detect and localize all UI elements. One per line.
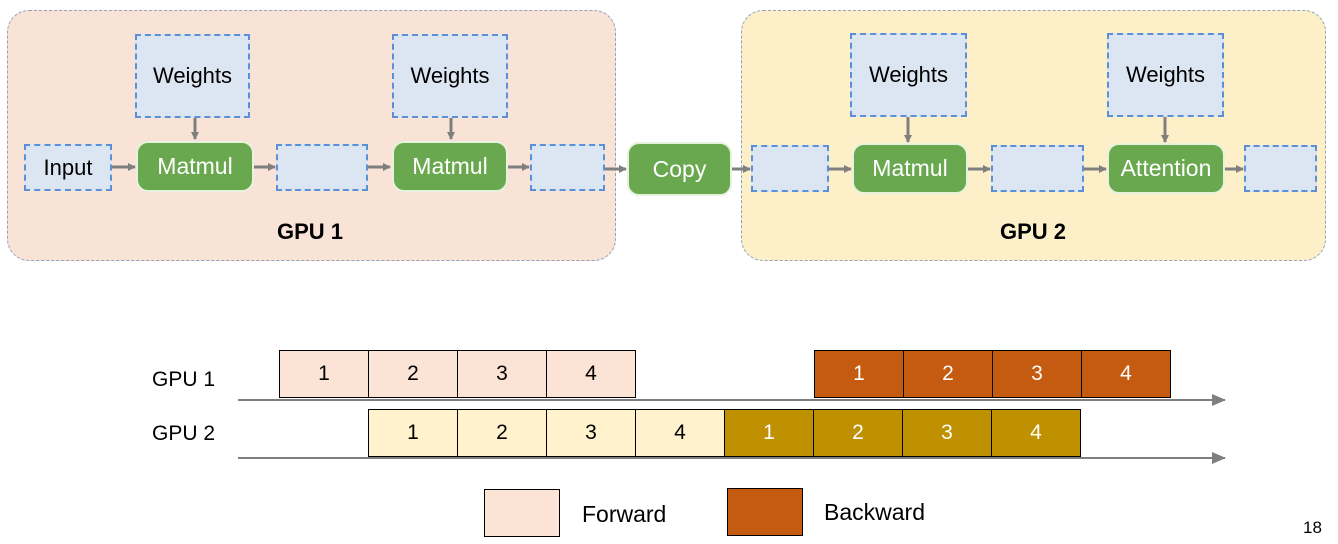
- input-box: Input: [24, 144, 112, 191]
- gpu2-panel: [741, 10, 1326, 261]
- legend-backward-label: Backward: [824, 499, 925, 525]
- gpu1-matmul-1: Matmul: [136, 141, 254, 192]
- gpu2-input-activation: [751, 145, 829, 192]
- gpu1-activation-2: [530, 144, 605, 191]
- gpu2-forward-cell: 1: [368, 409, 458, 457]
- gpu2-panel-label: GPU 2: [999, 219, 1067, 244]
- gpu2-backward-cell: 4: [991, 409, 1081, 457]
- gpu1-panel: [7, 10, 616, 261]
- gpu2-forward-cell: 3: [546, 409, 636, 457]
- gpu2-forward-cell: 2: [457, 409, 547, 457]
- gpu2-activation-2: [1244, 145, 1317, 192]
- gpu1-backward-cell: 1: [814, 350, 904, 398]
- gpu2-weights-1: Weights: [850, 33, 967, 117]
- gpu2-activation-1: [991, 145, 1084, 192]
- gpu1-backward-cell: 3: [992, 350, 1082, 398]
- copy-op: Copy: [627, 142, 732, 196]
- gpu2-forward-cell: 4: [635, 409, 725, 457]
- gpu2-backward-cell: 1: [724, 409, 814, 457]
- legend-forward-swatch: [484, 489, 560, 537]
- gpu2-backward-cell: 2: [813, 409, 903, 457]
- gpu2-attention: Attention: [1107, 143, 1225, 194]
- gpu1-forward-cell: 4: [546, 350, 636, 398]
- gpu1-activation-1: [276, 144, 368, 191]
- gpu1-weights-1: Weights: [135, 34, 250, 118]
- gpu1-matmul-2: Matmul: [392, 141, 508, 192]
- gpu1-backward-cell: 2: [903, 350, 993, 398]
- page-number: 18: [1303, 518, 1322, 537]
- legend-forward-label: Forward: [582, 501, 667, 527]
- gpu2-weights-2: Weights: [1107, 33, 1224, 117]
- gpu1-forward-cell: 1: [279, 350, 369, 398]
- gpu2-backward-cell: 3: [902, 409, 992, 457]
- legend-backward-swatch: [727, 488, 803, 536]
- gpu1-forward-cell: 2: [368, 350, 458, 398]
- gpu2-matmul: Matmul: [852, 143, 968, 194]
- gpu1-forward-cell: 3: [457, 350, 547, 398]
- gpu1-panel-label: GPU 1: [276, 219, 344, 244]
- gpu1-weights-2: Weights: [392, 34, 508, 118]
- timeline-row-gpu1: GPU 1: [152, 368, 216, 391]
- gpu1-backward-cell: 4: [1081, 350, 1171, 398]
- timeline-row-gpu2: GPU 2: [152, 422, 216, 445]
